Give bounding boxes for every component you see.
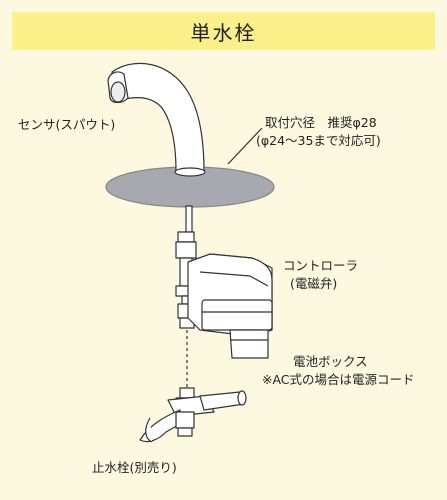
battery-box-label: 電池ボックス — [293, 354, 368, 369]
page-title: 単水栓 — [190, 20, 257, 45]
controller-box — [187, 253, 273, 359]
stop-valve-label: 止水栓(別売り) — [92, 460, 177, 475]
sensor-spout — [107, 62, 206, 177]
hole-leader-line — [227, 127, 263, 165]
hole-size-label: 取付穴径 推奨φ28 — [265, 115, 377, 130]
ac-note-label: ※AC式の場合は電源コード — [262, 372, 415, 387]
sensor-label: センサ(スパウト) — [18, 117, 116, 132]
stop-valve — [139, 387, 247, 443]
controller-label: コントローラ — [283, 258, 359, 273]
solenoid-label: (電磁弁) — [290, 276, 338, 291]
supply-rod — [185, 205, 193, 233]
hole-range-label: (φ24〜35まで対応可) — [256, 133, 381, 148]
title-bar: 単水栓 — [12, 12, 435, 50]
